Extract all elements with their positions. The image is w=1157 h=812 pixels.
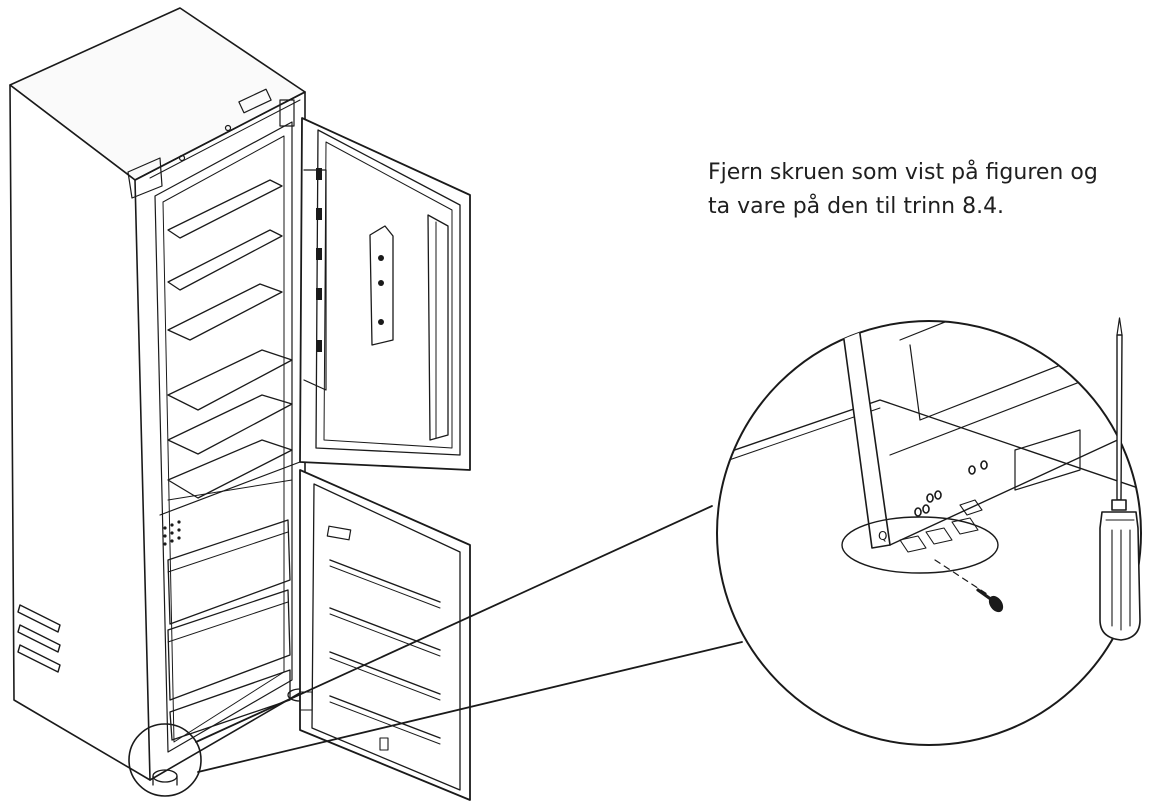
screw-icon [978,590,1004,613]
instruction-line-1: Fjern skruen som vist på figuren og [708,160,1098,185]
freezer-door-lower [300,470,470,800]
svg-text:Q: Q [878,529,887,543]
freezer-drawers [168,520,290,740]
side-vent [18,605,60,672]
instruction-text: Fjern skruen som vist på figuren og ta v… [708,156,1157,224]
top-hinge-bracket [128,89,300,198]
bottom-feet [153,689,312,785]
fridge-cabinet [10,8,312,785]
detail-zoom-circle: Q [700,205,1150,745]
instruction-line-2: ta vare på den til trinn 8.4. [708,194,1005,219]
divider-vent [163,520,181,546]
screwdriver-icon [1100,318,1140,640]
freezer-door-bars [330,560,440,744]
fridge-shelves [168,180,292,500]
door-shelf-pins [316,168,322,352]
fridge-door-upper [300,118,470,470]
callout-marker [129,506,742,796]
